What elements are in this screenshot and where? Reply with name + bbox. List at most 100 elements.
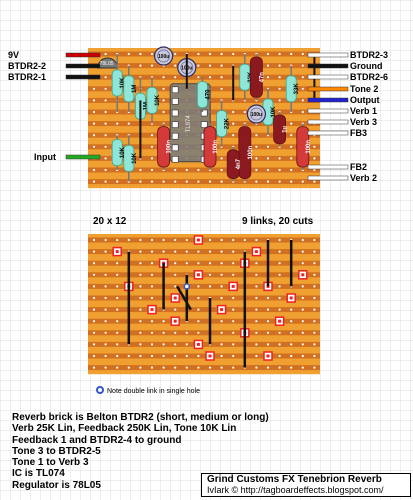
strip-hole xyxy=(174,238,177,242)
strip-hole xyxy=(208,64,212,67)
strip-hole xyxy=(104,331,107,334)
strip-hole xyxy=(232,250,235,253)
strip-hole xyxy=(104,52,107,56)
strip-hole xyxy=(290,134,293,137)
strip-hole xyxy=(139,52,142,56)
right-wire xyxy=(307,175,349,181)
strip-hole xyxy=(208,180,212,183)
strip-hole xyxy=(220,273,223,276)
left-wire xyxy=(65,74,101,80)
strip-hole xyxy=(220,238,223,242)
strip-hole xyxy=(116,273,119,276)
strip-hole xyxy=(232,366,235,369)
strip-hole xyxy=(313,354,316,358)
strip-hole xyxy=(139,366,142,369)
copper-strip xyxy=(88,330,320,336)
strip-hole xyxy=(116,296,119,300)
strip-hole xyxy=(278,157,281,160)
strip-hole xyxy=(301,343,304,346)
strip-hole xyxy=(150,180,154,183)
ic-pin xyxy=(171,109,179,117)
strip-hole xyxy=(162,180,165,183)
resistor-label: 10K xyxy=(155,94,161,106)
strip-hole xyxy=(92,343,96,346)
strip-hole xyxy=(92,273,96,276)
strip-hole xyxy=(290,180,293,183)
strip-hole xyxy=(150,331,154,334)
strip-hole xyxy=(313,343,316,346)
capacitor-label: 100n xyxy=(213,140,219,154)
track-cut-center xyxy=(208,354,212,358)
strip-hole xyxy=(139,354,142,358)
strip-hole xyxy=(92,168,96,172)
right-wire xyxy=(307,63,349,69)
film-cap-body xyxy=(226,149,240,180)
capacitor-label: 47n xyxy=(259,72,265,83)
strip-hole xyxy=(232,273,235,276)
strip-hole xyxy=(162,331,165,334)
strip-hole xyxy=(301,250,304,253)
strip-hole xyxy=(208,273,212,276)
ic-pin xyxy=(200,121,208,128)
strip-hole xyxy=(139,168,142,172)
strip-hole xyxy=(197,180,200,183)
strip-hole xyxy=(116,238,119,242)
strip-hole xyxy=(92,285,96,288)
strip-hole xyxy=(116,285,119,288)
strip-hole xyxy=(278,343,281,346)
strip-hole xyxy=(174,354,177,358)
strip-hole xyxy=(104,343,107,346)
strip-hole xyxy=(92,354,96,358)
double-link-hole xyxy=(183,283,191,290)
left-wire xyxy=(65,63,101,69)
strip-hole xyxy=(278,273,281,276)
strip-hole xyxy=(162,110,165,114)
strip-hole xyxy=(139,331,142,334)
resistor-body xyxy=(216,110,228,137)
strip-hole xyxy=(92,262,96,265)
strip-hole xyxy=(255,320,258,323)
right-wire xyxy=(307,97,349,103)
resistor-label: 10K xyxy=(271,106,277,118)
strip-hole xyxy=(185,366,188,369)
right-wire xyxy=(307,52,349,58)
strip-hole xyxy=(313,285,316,288)
strip-hole xyxy=(232,262,235,265)
note-line: Feedback 1 and BTDR2-4 to ground xyxy=(12,434,182,446)
resistor-label: 1M xyxy=(132,85,138,93)
left-connection-label: 9V xyxy=(8,50,19,60)
strip-hole xyxy=(150,273,154,276)
strip-hole xyxy=(208,238,212,242)
strip-hole xyxy=(266,64,270,67)
strip-hole xyxy=(150,320,154,323)
right-wire xyxy=(307,130,349,136)
ic-pin xyxy=(200,109,208,117)
strip-hole xyxy=(278,238,281,242)
track-cut-center xyxy=(220,308,224,312)
strip-hole xyxy=(266,168,270,172)
strip-hole xyxy=(150,64,154,67)
strip-hole xyxy=(174,168,177,172)
strip-hole xyxy=(197,262,200,265)
strip-hole xyxy=(104,238,107,242)
strip-hole xyxy=(104,122,107,125)
strip-hole xyxy=(220,354,223,358)
strip-hole xyxy=(92,331,96,334)
strip-hole xyxy=(104,262,107,265)
strip-hole xyxy=(139,296,142,300)
strip-hole xyxy=(104,250,107,253)
right-connection-label: Ground xyxy=(350,61,383,71)
left-connection-label: Input xyxy=(34,152,56,162)
film-cap-body xyxy=(273,114,287,145)
left-wire xyxy=(65,52,101,58)
strip-hole xyxy=(116,331,119,334)
strip-hole xyxy=(150,52,154,56)
strip-hole xyxy=(266,331,270,334)
strip-hole xyxy=(139,238,142,242)
strip-hole xyxy=(185,250,188,253)
strip-hole xyxy=(92,87,96,90)
strip-hole xyxy=(208,52,212,56)
strip-hole xyxy=(116,262,119,265)
copper-strip xyxy=(88,283,320,289)
strip-hole xyxy=(150,366,154,369)
